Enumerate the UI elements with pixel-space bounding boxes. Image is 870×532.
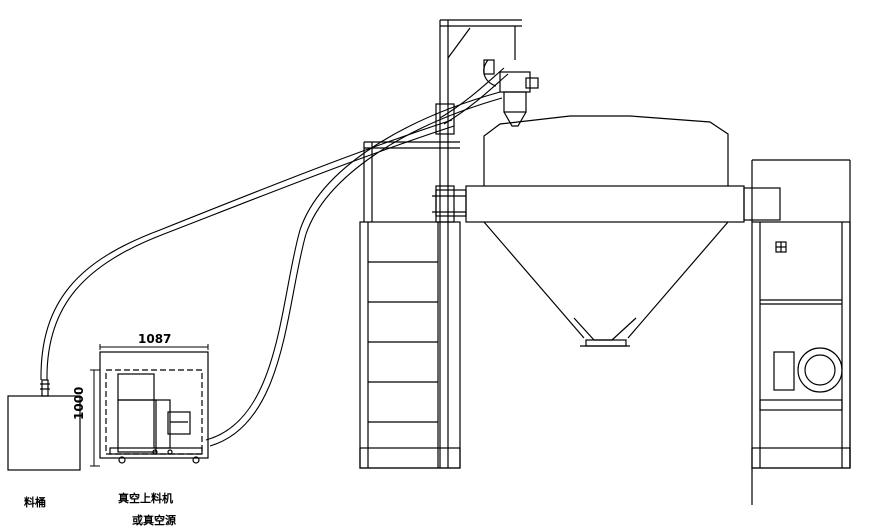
- vacuum-loader-unit: [99, 351, 209, 464]
- width-dimension: 1087: [138, 332, 172, 346]
- dimension-lines: [90, 344, 209, 467]
- mixer-vessel: [435, 115, 781, 347]
- drive-frame: [751, 159, 851, 505]
- material-bucket-label: 料桶: [24, 496, 46, 509]
- ladder-platform: [359, 141, 461, 469]
- vacuum-loader-label-line2: 或真空源: [132, 514, 176, 527]
- vacuum-loader-label-line1: 真空上料机: [118, 492, 173, 505]
- loader-mast: [432, 19, 522, 468]
- vacuum-feeder-head: [483, 59, 539, 127]
- height-dimension: 1000: [72, 386, 86, 420]
- material-bucket: [7, 379, 81, 471]
